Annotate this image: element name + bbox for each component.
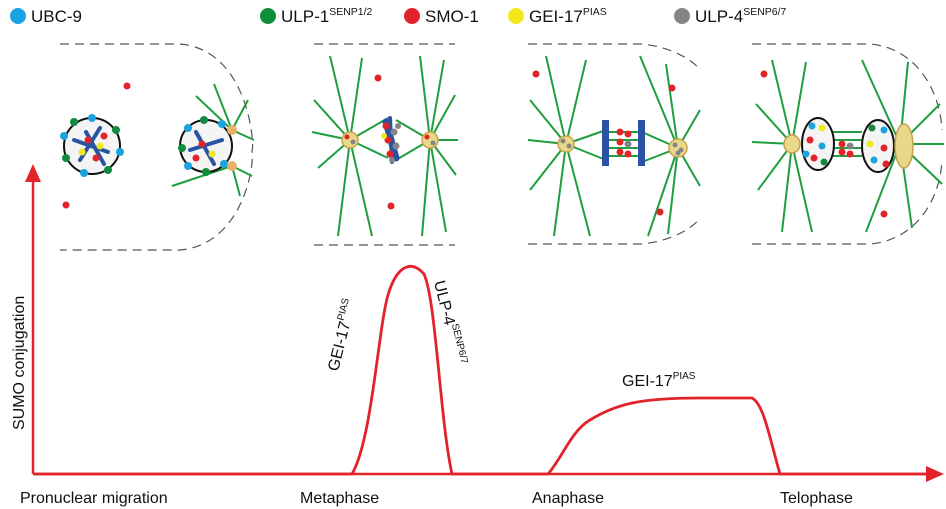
legend-marker-gei17 [508, 8, 524, 24]
centrosome-left [341, 131, 359, 149]
telophase-nucleus-right [861, 119, 895, 173]
centrosome-left [557, 135, 575, 153]
x-axis-arrowhead [926, 466, 944, 482]
smo1-dot [374, 74, 382, 82]
cell-panel-pronuclear-migration [60, 43, 255, 251]
cell-panel-telophase [751, 43, 944, 245]
cell-panel-anaphase [527, 43, 701, 245]
y-axis-arrowhead [25, 164, 41, 182]
phase-label-pronuclear-migration: Pronuclear migration [20, 490, 168, 507]
sumo-conjugation-curve [33, 264, 928, 476]
curve-label-plateau: GEI-17PIAS [622, 371, 696, 390]
midzone-smo1-cluster [838, 140, 854, 158]
phase-label-anaphase: Anaphase [532, 490, 604, 507]
smo1-dot [656, 208, 664, 216]
legend-label-smo1: SMO-1 [425, 7, 479, 26]
pronucleus-paternal [178, 116, 237, 176]
smo1-dot [760, 70, 768, 78]
phase-label-metaphase: Metaphase [300, 490, 379, 507]
cell-outline [60, 43, 254, 251]
telophase-nucleus-left [801, 117, 835, 171]
cell-outline [752, 43, 943, 245]
legend-marker-ulp1 [260, 8, 276, 24]
legend-marker-ulp4 [674, 8, 690, 24]
cell-panel-metaphase [311, 43, 458, 246]
smo1-dot [668, 84, 676, 92]
centrosome-left [783, 134, 801, 154]
cell-outline [314, 43, 455, 246]
phase-label-telophase: Telophase [780, 490, 853, 507]
cell-outline [528, 43, 701, 245]
smo1-dot [123, 82, 131, 90]
y-axis-label: SUMO conjugation [11, 296, 28, 430]
pronucleus-maternal [60, 114, 124, 177]
legend-marker-ubc9 [10, 8, 26, 24]
smo1-dot [62, 201, 70, 209]
curve-label-rise: GEI-17PIAS [323, 297, 359, 373]
axes [25, 164, 944, 482]
smo1-dot [880, 210, 888, 218]
centrosome-right [421, 131, 439, 149]
metaphase-plate [381, 116, 401, 164]
centrosome-right [668, 138, 688, 158]
smo1-dot [532, 70, 540, 78]
legend-marker-smo1 [404, 8, 420, 24]
legend-label-gei17: GEI-17PIAS [529, 6, 607, 26]
legend-label-ubc9: UBC-9 [31, 7, 82, 26]
anaphase-chromosomes [602, 120, 645, 166]
legend: UBC-9 ULP-1SENP1/2 SMO-1 GEI-17PIAS ULP-… [10, 6, 787, 26]
legend-label-ulp4: ULP-4SENP6/7 [695, 6, 787, 26]
smo1-dot [387, 202, 395, 210]
centrosome-right [894, 123, 914, 169]
legend-label-ulp1: ULP-1SENP1/2 [281, 6, 373, 26]
